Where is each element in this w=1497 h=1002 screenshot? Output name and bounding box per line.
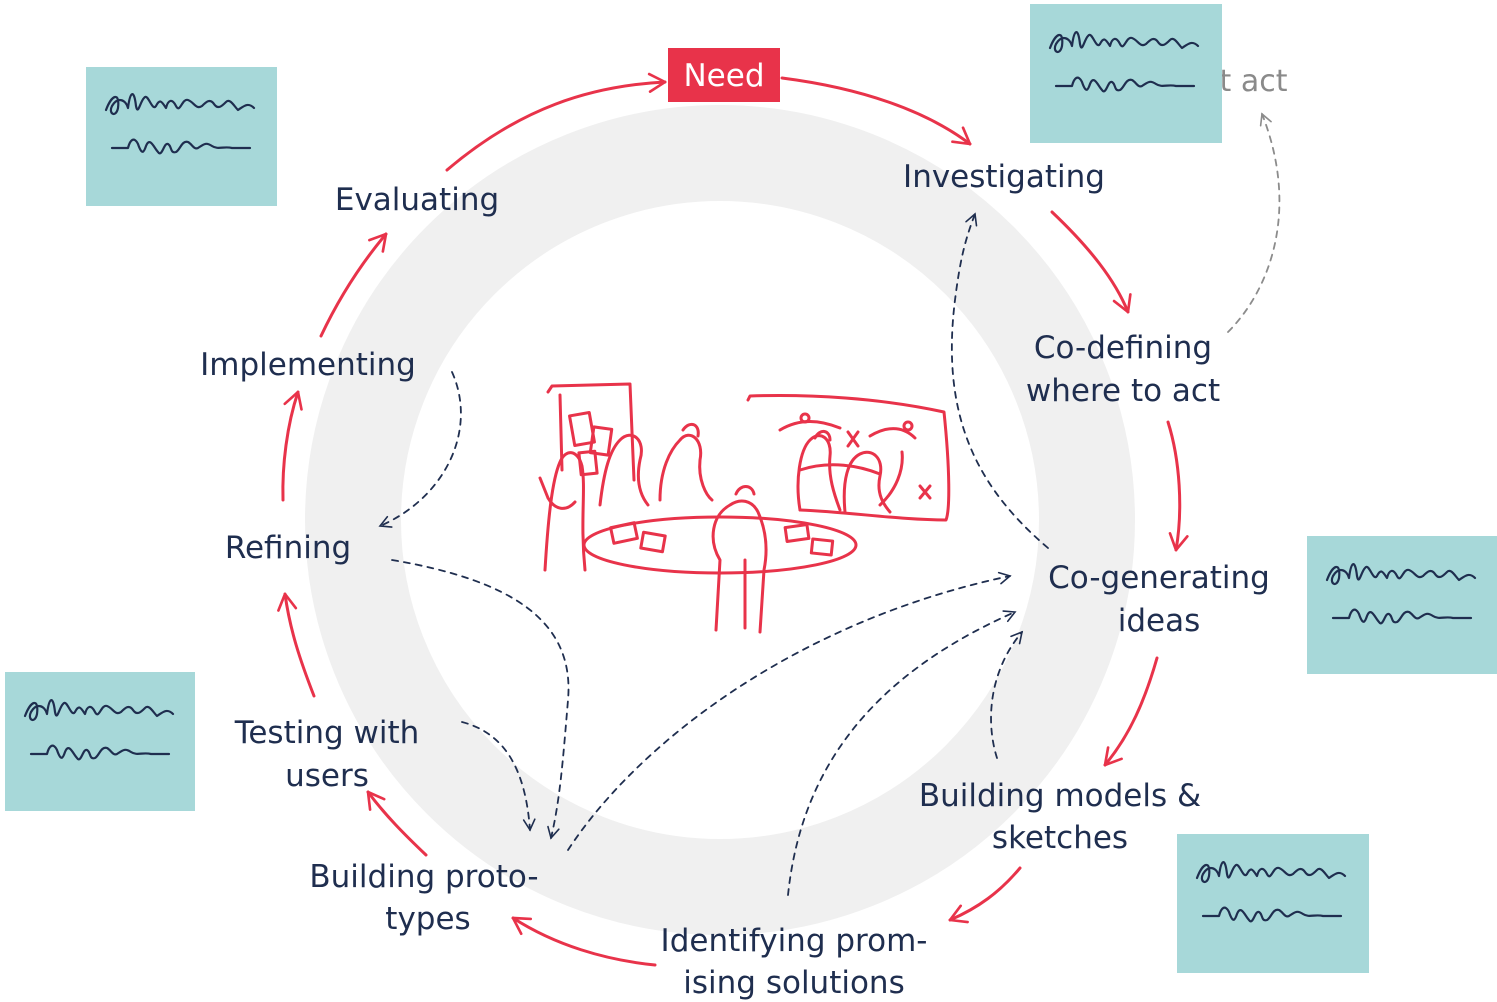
label-codefining-line2: where to act (1026, 373, 1220, 409)
label-refining: Refining (225, 530, 351, 566)
sticky-note-icon (1177, 834, 1369, 973)
arrow-identifying-to-prototypes (511, 916, 657, 967)
arrow-testing-to-refining (277, 592, 316, 698)
iteration-arrows (378, 212, 1049, 896)
label-codefining-line1: Co-defining (1034, 330, 1212, 366)
label-cogenerating-line2: ideas (1118, 603, 1201, 639)
arrow-codefining-to-cogenerating (1166, 420, 1189, 552)
arrow-models-to-identifying (948, 866, 1022, 924)
arrow-investigating-to-codefining (1050, 210, 1132, 314)
dashed-refining-to-prototypes (391, 559, 570, 840)
label-models-line1: Building models & (919, 778, 1201, 814)
label-identifying-line1: Identifying prom- (661, 923, 928, 959)
label-prototypes-line2: types (385, 901, 470, 937)
arrow-evaluating-to-need (445, 72, 667, 172)
label-cogenerating-line1: Co-generating (1048, 560, 1270, 596)
sticky-note-icon (5, 672, 195, 811)
dashed-testing-to-prototypes (461, 721, 536, 832)
label-implementing: Implementing (200, 347, 416, 383)
arrow-refining-to-implementing (281, 390, 303, 502)
label-investigating: Investigating (903, 159, 1105, 195)
cycle-ring (305, 105, 1135, 935)
arrow-implementing-to-evaluating (319, 232, 388, 338)
sticky-note-icon (86, 67, 277, 206)
arrow-need-to-investigating (780, 76, 972, 146)
need-label: Need (683, 58, 764, 94)
dashed-gray-arrow (1227, 112, 1281, 333)
label-identifying-line2: ising solutions (683, 965, 904, 1001)
label-evaluating: Evaluating (335, 182, 499, 218)
sticky-note-icon (1030, 4, 1222, 143)
dashed-models-to-cogenerating (990, 630, 1024, 759)
arrow-prototypes-to-testing (366, 790, 428, 857)
stage-labels: Investigating Co-defining where to act C… (200, 159, 1270, 1001)
dashed-cogenerating-to-investigating (951, 212, 1049, 549)
workshop-sketch-icon (538, 382, 951, 634)
label-testing-line1: Testing with (234, 715, 420, 751)
cycle-arrows (277, 72, 1189, 967)
arrow-cogenerating-to-models (1103, 656, 1159, 767)
dashed-identifying-to-cogenerating (787, 610, 1017, 896)
label-prototypes-line1: Building proto- (309, 859, 538, 895)
faded-label: ’t act (1210, 64, 1288, 99)
label-testing-line2: users (285, 758, 369, 794)
dashed-prototypes-to-cogenerating (567, 571, 1012, 851)
sticky-note-icon (1307, 536, 1497, 674)
need-box (668, 48, 780, 102)
label-models-line2: sketches (992, 820, 1128, 856)
